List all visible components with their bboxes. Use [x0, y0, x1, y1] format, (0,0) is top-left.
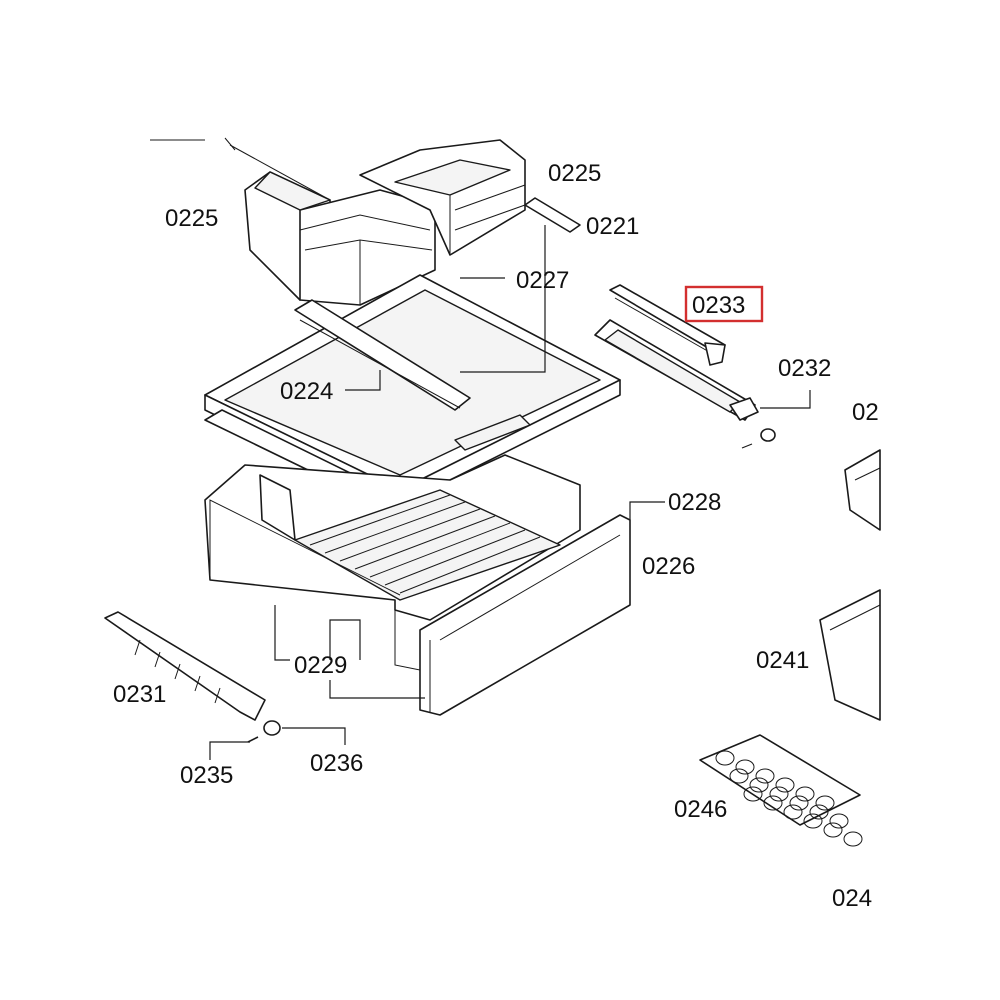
egg-cup: [815, 795, 835, 811]
cropped-label-fragment: [150, 137, 236, 151]
label-0226[interactable]: 0226: [642, 553, 695, 580]
part-0226-drawer[interactable]: [204, 454, 581, 671]
egg-cup: [829, 813, 849, 829]
egg-cup: [749, 777, 769, 793]
egg-cup: [743, 786, 763, 802]
label-02-cropped: 02: [852, 399, 879, 426]
egg-cup: [775, 777, 795, 793]
part-0246-egg-tray[interactable]: [699, 734, 863, 847]
label-0221[interactable]: 0221: [586, 213, 639, 240]
egg-cup: [803, 813, 823, 829]
label-0225-left[interactable]: 0225: [165, 205, 218, 232]
egg-cup: [755, 768, 775, 784]
label-0235[interactable]: 0235: [180, 762, 233, 789]
right-edge-shelf: [844, 449, 881, 531]
part-0235-pin[interactable]: [247, 736, 259, 743]
egg-cup: [823, 822, 843, 838]
egg-cup: [729, 768, 749, 784]
part-0228-front-panel[interactable]: [419, 514, 631, 716]
part-0232-slide[interactable]: [594, 319, 759, 421]
label-0229[interactable]: 0229: [294, 652, 347, 679]
part-0236-roller[interactable]: [263, 720, 281, 736]
part-0221-rail[interactable]: [524, 197, 581, 233]
label-0233[interactable]: 0233: [692, 292, 745, 319]
part-0232-fasteners: [741, 428, 776, 449]
part-0225-left-bin[interactable]: [229, 144, 436, 306]
label-0232[interactable]: 0232: [778, 355, 831, 382]
label-0241[interactable]: 0241: [756, 647, 809, 674]
label-0231[interactable]: 0231: [113, 681, 166, 708]
part-labels: 0225 0225 0221 0227 0233 0232 02 0224 02…: [113, 160, 879, 912]
drawer-ribbing: [309, 494, 541, 594]
part-0233-rail[interactable]: [609, 284, 726, 366]
egg-cup: [795, 786, 815, 802]
egg-cups: [715, 750, 863, 847]
egg-cup: [783, 804, 803, 820]
leader-lines: [209, 225, 811, 760]
label-0225-right[interactable]: 0225: [548, 160, 601, 187]
label-0236[interactable]: 0236: [310, 750, 363, 777]
label-0246[interactable]: 0246: [674, 796, 727, 823]
label-024-cropped: 024: [832, 885, 872, 912]
part-0225-right-bin[interactable]: [359, 139, 526, 256]
label-0224[interactable]: 0224: [280, 378, 333, 405]
egg-cup: [769, 786, 789, 802]
egg-cup: [789, 795, 809, 811]
highlight-box-0233: [684, 285, 764, 323]
rail-teeth: [134, 639, 221, 704]
egg-cup: [843, 831, 863, 847]
label-0227[interactable]: 0227: [516, 267, 569, 294]
egg-cup: [763, 795, 783, 811]
part-0224-rail[interactable]: [294, 299, 471, 411]
part-0231-rail[interactable]: [104, 611, 266, 721]
label-0228[interactable]: 0228: [668, 489, 721, 516]
egg-cup: [715, 750, 735, 766]
egg-cup: [735, 759, 755, 775]
egg-cup: [809, 804, 829, 820]
part-0241-bin[interactable]: [819, 589, 881, 721]
